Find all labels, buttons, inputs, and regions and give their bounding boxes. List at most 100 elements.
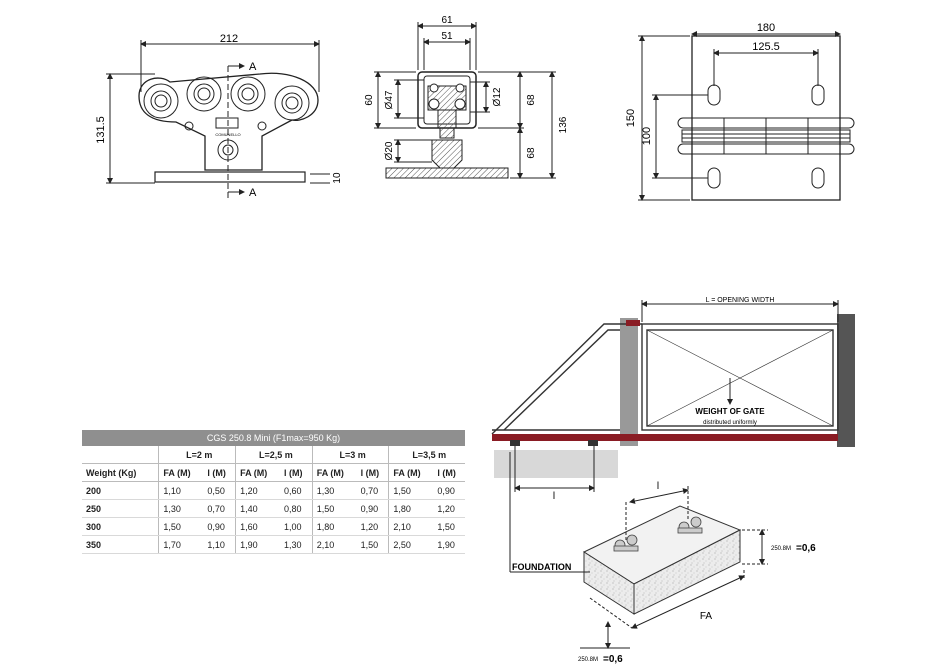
l-cell: 1,50 [356, 535, 389, 554]
l-cell: 0,70 [203, 499, 236, 518]
fa-cell: 1,30 [311, 481, 357, 500]
l-cell: 1,00 [280, 517, 313, 536]
fa-header: FA (M) [158, 463, 204, 482]
fa-cell: 2,10 [311, 535, 357, 554]
weight-header: Weight (Kg) [82, 463, 159, 482]
front-base-label: 10 [332, 172, 343, 184]
depth-bottom-value: =0,6 [603, 654, 623, 665]
wheel-4 [274, 85, 310, 121]
opening-width-label: L = OPENING WIDTH [706, 297, 775, 304]
foundation-label: FOUNDATION [512, 562, 571, 572]
fa-cell: 1,10 [158, 481, 204, 500]
weight-cell: 250 [82, 499, 159, 518]
section-label-top: A [249, 61, 257, 73]
carriage-roller-2 [677, 516, 703, 534]
fa-cell: 1,70 [158, 535, 204, 554]
side-inner-label: 51 [441, 31, 453, 42]
side-outer-label: 61 [441, 15, 453, 26]
fa-cell: 1,40 [235, 499, 280, 518]
wheel-2 [186, 76, 222, 112]
side-h68-top-label: 68 [526, 94, 537, 106]
side-h68-bottom-label: 68 [526, 147, 537, 159]
l-header: l (M) [356, 463, 389, 482]
l-cell: 0,50 [203, 481, 236, 500]
gate-weight-label: WEIGHT OF GATE [695, 407, 765, 416]
spec-table: CGS 250.8 Mini (F1max=950 Kg) L=2 m L=2,… [82, 430, 465, 554]
gate-wheel-spacing-label: l [553, 491, 555, 502]
l-cell: 1,90 [433, 535, 465, 554]
side-h136-label: 136 [558, 116, 569, 133]
l-cell: 1,10 [203, 535, 236, 554]
depth-bottom-small: 250.8M [578, 657, 598, 663]
depth-right-value: =0,6 [796, 543, 816, 554]
brand-plate-text: COMUNELLO [215, 132, 240, 137]
table-column-header-row: Weight (Kg) FA (M) l (M) FA (M) l (M) FA… [82, 463, 465, 482]
depth-right-small: 250.8M [771, 546, 791, 552]
fa-cell: 1,80 [388, 499, 434, 518]
carriage-roller-1 [613, 534, 639, 552]
l-cell: 0,60 [280, 481, 313, 500]
l-cell: 0,70 [356, 481, 389, 500]
gate-post-left [620, 318, 638, 446]
ground-block [494, 450, 618, 478]
fa-cell: 1,20 [235, 481, 280, 500]
fa-cell: 1,50 [388, 481, 434, 500]
l-cell: 0,90 [433, 481, 465, 500]
wheel-3 [230, 76, 266, 112]
side-d47-label: Ø47 [384, 90, 395, 109]
front-height-label: 131.5 [95, 116, 107, 144]
section-label-bottom: A [249, 187, 257, 199]
gate-weight-sub-label: distributed uniformly [703, 420, 757, 426]
wheel-1 [143, 83, 179, 119]
table-title: CGS 250.8 Mini (F1max=950 Kg) [82, 430, 465, 446]
plate-height-label: 150 [625, 109, 637, 127]
group-header-l25: L=2,5 m [235, 446, 313, 464]
fa-cell: 1,60 [235, 517, 280, 536]
table-corner [82, 446, 159, 464]
side-h60-label: 60 [364, 94, 375, 106]
fa-cell: 2,50 [388, 535, 434, 554]
plate-width-label: 180 [757, 22, 775, 34]
foundation-spacing-label: l [657, 481, 659, 492]
foundation-depth-right: 250.8M =0,6 [771, 543, 816, 554]
plate-inner-height-label: 100 [641, 127, 653, 145]
weight-cell: 300 [82, 517, 159, 536]
group-header-l2: L=2 m [158, 446, 236, 464]
table-group-header-row: L=2 m L=2,5 m L=3 m L=3,5 m [82, 446, 465, 464]
fa-cell: 1,50 [158, 517, 204, 536]
front-view-drawing [106, 40, 330, 198]
fa-header: FA (M) [388, 463, 434, 482]
l-cell: 1,20 [433, 499, 465, 518]
l-cell: 0,90 [356, 499, 389, 518]
group-header-l35: L=3,5 m [388, 446, 465, 464]
l-cell: 1,20 [356, 517, 389, 536]
plate-spacing-label: 125.5 [752, 41, 780, 53]
l-header: l (M) [203, 463, 236, 482]
l-cell: 0,80 [280, 499, 313, 518]
side-section-drawing [374, 22, 556, 179]
fa-cell: 1,90 [235, 535, 280, 554]
fa-header: FA (M) [311, 463, 357, 482]
weight-cell: 200 [82, 481, 159, 500]
gate-post-right [837, 314, 855, 447]
fa-cell: 2,10 [388, 517, 434, 536]
l-cell: 0,90 [203, 517, 236, 536]
front-width-label: 212 [220, 33, 238, 45]
group-header-l3: L=3 m [311, 446, 389, 464]
gate-diagram [491, 300, 855, 492]
l-cell: 1,50 [433, 517, 465, 536]
foundation-depth-bottom: 250.8M =0,6 [578, 654, 623, 665]
side-d20-label: Ø20 [384, 141, 395, 160]
gate-bottom-rail [492, 434, 838, 441]
plate-top-drawing [638, 31, 855, 201]
fa-cell: 1,30 [158, 499, 204, 518]
fa-cell: 1,80 [311, 517, 357, 536]
l-cell: 1,30 [280, 535, 313, 554]
l-header: l (M) [433, 463, 465, 482]
l-header: l (M) [280, 463, 313, 482]
weight-cell: 350 [82, 535, 159, 554]
